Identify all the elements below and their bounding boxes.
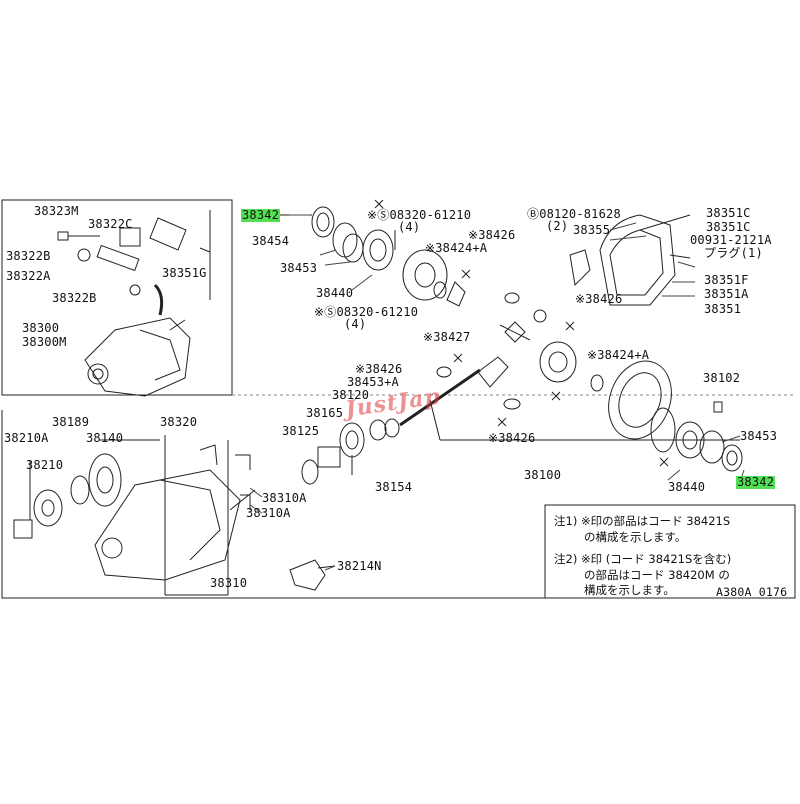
part-label-08120-81628: Ⓑ08120-81628: [527, 207, 621, 221]
part-label-38102: 38102: [703, 371, 741, 385]
part-label-38210: 38210: [26, 458, 64, 472]
asterisk-marks: [374, 199, 669, 467]
pinion-bearings: [301, 418, 400, 485]
part-label-38120: 38120: [332, 388, 370, 402]
rear-cover: [569, 214, 691, 306]
gears-middle: [436, 292, 604, 410]
part-label-bolt-1-qty: (4): [398, 220, 421, 234]
part-label-38426-c: ※38426: [355, 362, 403, 376]
part-label-38454: 38454: [252, 234, 290, 248]
side-flange: [289, 559, 336, 591]
part-label-38351F: 38351F: [704, 273, 749, 287]
part-label-38351C-2: 38351C: [706, 220, 751, 234]
note-2-line-1: 注2) ※印 (コード 38421Sを含む): [554, 552, 732, 566]
part-label-38322B-1: 38322B: [6, 249, 51, 263]
part-label-38310A-2: 38310A: [246, 506, 291, 520]
part-label-38453A: 38453+A: [347, 375, 399, 389]
companion-flange-parts: [13, 439, 160, 539]
note-2-line-2: の部品はコード 38420M の: [584, 568, 730, 582]
diff-case-top: [394, 230, 466, 307]
part-label-38453-top: 38453: [280, 261, 318, 275]
part-label-38125: 38125: [282, 424, 320, 438]
notes-box: [544, 504, 796, 599]
part-label-38322A: 38322A: [6, 269, 51, 283]
part-label-38342-top-highlighted: 38342: [241, 208, 281, 222]
part-label-38320: 38320: [160, 415, 198, 429]
part-label-bolt-1: ※Ⓢ08320-61210: [367, 208, 472, 222]
part-label-38426-b: ※38426: [575, 292, 623, 306]
part-label-38351C-1: 38351C: [706, 206, 751, 220]
part-label-38140: 38140: [86, 431, 124, 445]
part-label-38154: 38154: [375, 480, 413, 494]
part-label-38426-d: ※38426: [488, 431, 536, 445]
part-label-38189: 38189: [52, 415, 90, 429]
part-label-plug: プラグ(1): [704, 246, 763, 260]
part-label-38426-a: ※38426: [468, 228, 516, 242]
part-label-38300M: 38300M: [22, 335, 67, 349]
part-label-38100: 38100: [524, 468, 562, 482]
note-2-line-3: 構成を示します。: [584, 583, 675, 597]
part-label-38351G: 38351G: [162, 266, 207, 280]
upper-left-box: [1, 199, 233, 396]
part-label-bolt-2-qty: (4): [344, 317, 367, 331]
bearing-set-right: [650, 401, 743, 472]
note-1-line-1: 注1) ※印の部品はコード 38421S: [554, 514, 731, 528]
diagram-code: A380A 0176: [716, 585, 788, 599]
part-label-38323M: 38323M: [34, 204, 79, 218]
part-label-08120-qty: (2): [546, 219, 569, 233]
diff-housing-small: [84, 317, 191, 397]
part-label-38440-top: 38440: [316, 286, 354, 300]
part-label-38440-right: 38440: [668, 480, 706, 494]
part-label-38355: 38355: [573, 223, 611, 237]
leader-lines: [249, 214, 745, 571]
part-label-00931-2121A: 00931-2121A: [690, 233, 772, 247]
part-label-38210A: 38210A: [4, 431, 49, 445]
drive-pinion: [399, 356, 740, 441]
part-label-38310A-1: 38310A: [262, 491, 307, 505]
part-label-38342-right-highlighted: 38342: [736, 475, 776, 489]
part-label-38424A-mid: ※38424+A: [587, 348, 650, 362]
lower-frame: [1, 410, 795, 599]
part-label-bolt-2: ※Ⓢ08320-61210: [314, 305, 419, 319]
part-label-38427: ※38427: [423, 330, 471, 344]
part-label-38351A: 38351A: [704, 287, 749, 301]
part-label-38300: 38300: [22, 321, 60, 335]
part-label-38214N: 38214N: [337, 559, 382, 573]
note-1-line-2: の構成を示します。: [584, 530, 687, 544]
part-label-38424A-top: ※38424+A: [425, 241, 488, 255]
small-parts-upper-left: [57, 217, 211, 316]
part-label-38322C: 38322C: [88, 217, 133, 231]
part-label-38351: 38351: [704, 302, 742, 316]
part-label-38165: 38165: [306, 406, 344, 420]
gear-carrier: [94, 435, 256, 596]
part-label-38322B-2: 38322B: [52, 291, 97, 305]
part-label-38453-right: 38453: [740, 429, 778, 443]
ring-gear: [608, 360, 672, 440]
part-label-38310: 38310: [210, 576, 248, 590]
